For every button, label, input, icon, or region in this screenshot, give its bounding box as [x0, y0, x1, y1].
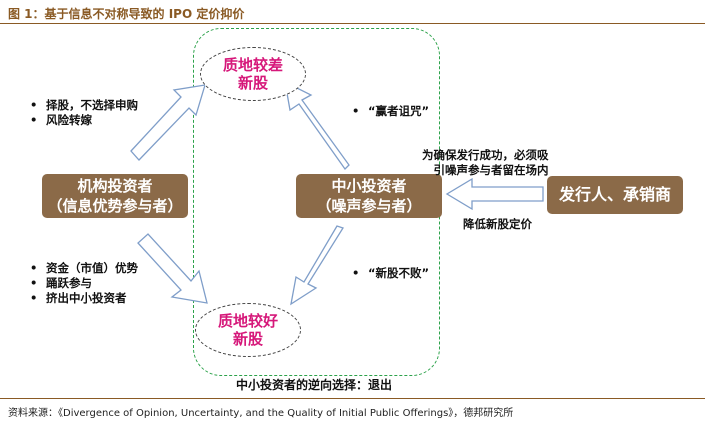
issuer-reason-text: 为确保发行成功，必须吸 引噪声参与者留在场内: [422, 148, 549, 178]
source-note: 资料来源：《Divergence of Opinion, Uncertainty…: [8, 408, 514, 419]
arrow-institution-to-poor-ipo: [130, 84, 206, 161]
arrow-retail-to-poor-ipo: [284, 80, 350, 171]
good-quality-ipo-cloud: 质地较好 新股: [195, 303, 301, 357]
retail-good-ipo-bullets: “新股不败”: [350, 266, 429, 281]
issuer-name: 发行人、承销商: [558, 185, 671, 204]
issuer-action-text: 降低新股定价: [463, 217, 532, 231]
retail-investor-node: 中小投资者 （噪声参与者）: [296, 174, 442, 218]
institution-poor-ipo-bullets: 择股，不选择申购 风险转嫁: [28, 98, 138, 128]
retail-poor-ipo-bullets: “赢者诅咒”: [350, 104, 429, 119]
figure-title: 图 1：基于信息不对称导致的 IPO 定价抑价: [8, 7, 245, 21]
list-item: “赢者诅咒”: [350, 104, 429, 119]
arrow-institution-to-good-ipo: [137, 233, 208, 304]
list-item: “新股不败”: [350, 266, 429, 281]
list-item: 资金（市值）优势: [28, 261, 138, 276]
adverse-selection-caption: 中小投资者的逆向选择：退出: [236, 378, 393, 392]
poor-ipo-line2: 新股: [237, 74, 268, 92]
list-item: 风险转嫁: [28, 113, 138, 128]
retail-name: 中小投资者: [331, 177, 407, 195]
list-item: 择股，不选择申购: [28, 98, 138, 113]
issuer-underwriter-node: 发行人、承销商: [547, 176, 683, 214]
list-item: 挤出中小投资者: [28, 291, 138, 306]
institution-name: 机构投资者: [77, 177, 153, 195]
retail-role: （噪声参与者）: [316, 197, 422, 215]
good-ipo-line1: 质地较好: [217, 312, 278, 330]
issuer-reason-line1: 为确保发行成功，必须吸: [422, 148, 549, 162]
bottom-rule: [0, 398, 705, 399]
institutional-investor-node: 机构投资者 （信息优势参与者）: [42, 174, 188, 218]
poor-quality-ipo-cloud: 质地较差 新股: [200, 47, 306, 101]
institution-role: （信息优势参与者）: [47, 197, 183, 215]
institution-good-ipo-bullets: 资金（市值）优势 踊跃参与 挤出中小投资者: [28, 261, 138, 306]
issuer-reason-line2: 引噪声参与者留在场内: [433, 163, 549, 177]
top-rule: [0, 23, 705, 24]
list-item: 踊跃参与: [28, 276, 138, 291]
good-ipo-line2: 新股: [232, 330, 263, 348]
poor-ipo-line1: 质地较差: [222, 56, 283, 74]
arrow-issuer-to-retail: [445, 177, 544, 211]
arrow-retail-to-good-ipo: [290, 225, 344, 306]
